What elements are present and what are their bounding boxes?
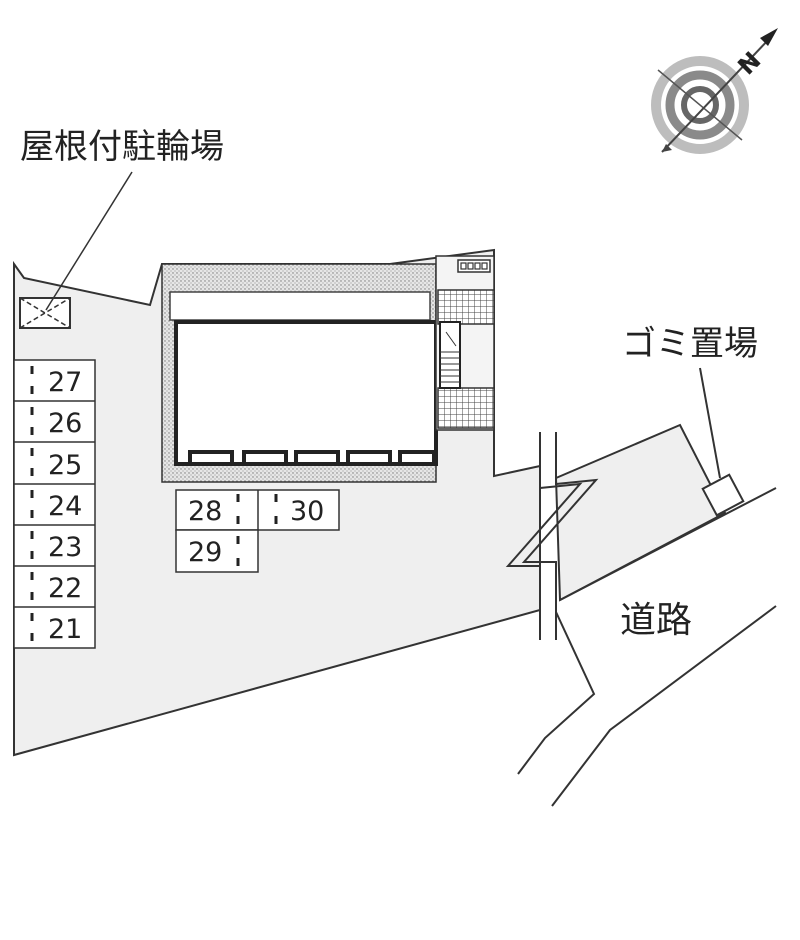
parking-stall-number: 28 — [188, 496, 222, 527]
east-parcel — [554, 423, 727, 602]
road-label: 道路 — [620, 600, 692, 641]
parking-stall-number: 26 — [48, 408, 82, 439]
building-eave — [169, 291, 431, 321]
bicycle-shelter-icon — [19, 297, 71, 329]
stairs — [439, 321, 461, 389]
garbage-area — [701, 473, 745, 517]
parking-column-left: 27 26 25 24 23 22 21 — [13, 359, 96, 649]
break-symbol — [505, 432, 599, 640]
parking-stall-number: 22 — [48, 573, 82, 604]
building — [174, 320, 438, 466]
parking-stall-number: 23 — [48, 532, 82, 563]
parking-stall-number: 27 — [48, 367, 82, 398]
parking-stall-number: 30 — [290, 496, 324, 527]
mailbox — [457, 259, 491, 273]
road-edges — [517, 367, 777, 807]
tile-area-bottom — [437, 387, 495, 429]
bicycle-parking-label: 屋根付駐輪場 — [20, 127, 224, 167]
parking-stall-number: 24 — [48, 491, 82, 522]
parking-stall-number: 25 — [48, 450, 82, 481]
garbage-label: ゴミ置場 — [622, 324, 758, 364]
building-balconies — [188, 450, 436, 464]
mailbox-slots — [460, 262, 488, 270]
parking-block-right: 28 30 29 — [175, 489, 340, 573]
parking-stall-number: 21 — [48, 614, 82, 645]
bicycle-parking-leader — [45, 171, 133, 311]
parking-stall-number: 29 — [188, 537, 222, 568]
compass-icon: N — [651, 28, 778, 154]
tile-area-top — [437, 289, 495, 325]
stair-steps — [440, 331, 460, 383]
